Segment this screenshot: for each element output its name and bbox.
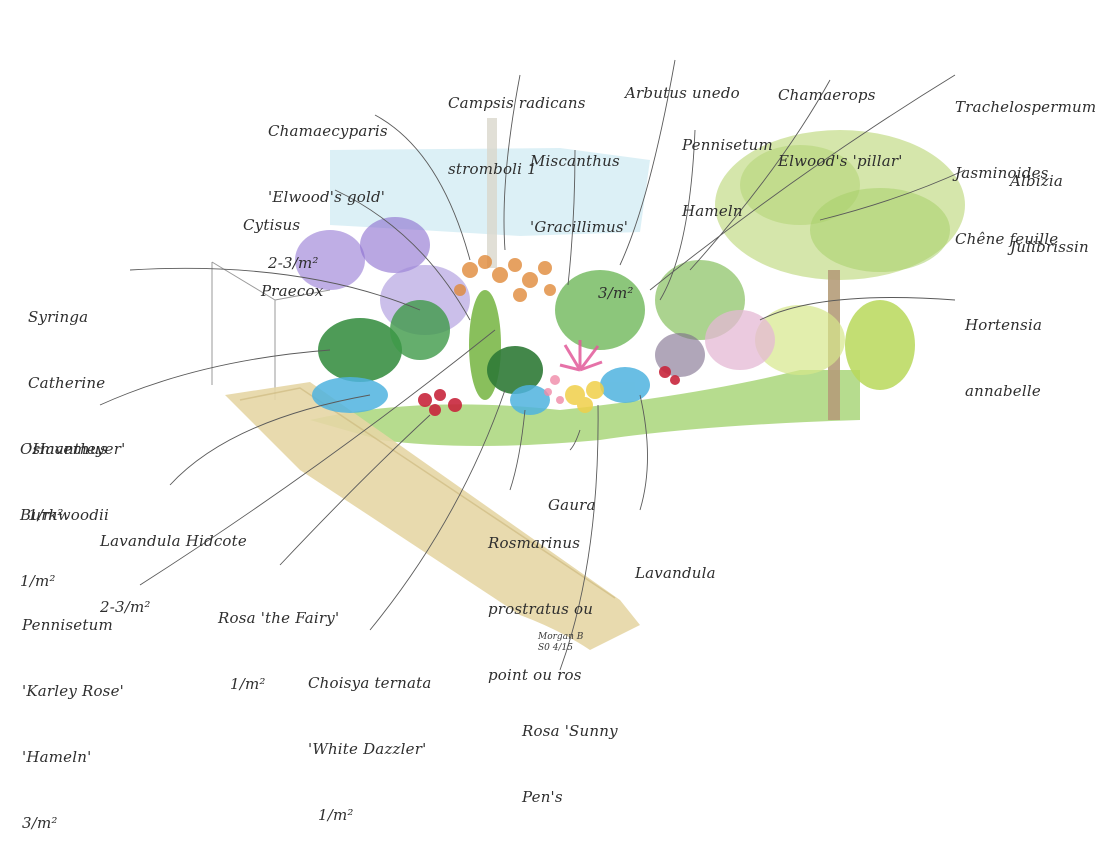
label-chamaerops: Chamaerops Elwood's 'pillar' bbox=[778, 86, 903, 170]
artist-signature: Morgan B S0 4/15 bbox=[538, 632, 584, 653]
label-campsis: Campsis radicans stromboli 1 bbox=[448, 94, 586, 178]
albizia-tree bbox=[715, 130, 965, 420]
arbutus-shrub bbox=[555, 270, 645, 350]
path bbox=[225, 382, 640, 650]
osmanthus-shrub bbox=[318, 318, 402, 382]
leader-lines bbox=[99, 59, 966, 671]
rosa-fairy bbox=[418, 366, 680, 416]
garden-planting-sketch: Chamaecyparis 'Elwood's gold' 2-3/m² Cam… bbox=[20, 59, 1097, 832]
pennisetum-karley-rose bbox=[559, 340, 603, 372]
lavandula-plants bbox=[312, 367, 650, 415]
label-lavandula-hidcote: Lavandula Hidcote 2-3/m² bbox=[100, 532, 247, 616]
label-albizia: Albizia Julibrissin bbox=[1010, 172, 1089, 256]
label-rosmarinus: Rosmarinus prostratus ou point ou ros bbox=[488, 534, 594, 684]
label-osmanthus: Osmanthus Burkwoodii 1/m² bbox=[20, 440, 110, 590]
hedge-right bbox=[845, 300, 915, 390]
label-gaura: Gaura bbox=[548, 496, 596, 514]
label-syringa: Syringa Catherine 'Havemeyer' 1/m² bbox=[28, 308, 126, 524]
label-rosa-sunny: Rosa 'Sunny Pen's bbox=[522, 722, 618, 806]
post bbox=[487, 118, 497, 268]
label-miscanthus: Miscanthus 'Gracillimus' 3/m² bbox=[530, 152, 634, 302]
label-arbutus: Arbutus unedo bbox=[625, 84, 740, 102]
label-chamaecyparis: Chamaecyparis 'Elwood's gold' 2-3/m² bbox=[268, 122, 388, 272]
label-hortensia: Hortensia annabelle bbox=[965, 316, 1043, 400]
choisya-shrub bbox=[487, 346, 543, 394]
label-pennisetum-top: Pennisetum Hameln bbox=[682, 136, 773, 220]
label-trachelospermum: Trachelospermum Jasminoides Chêne feuill… bbox=[955, 98, 1097, 248]
hortensia-shrub bbox=[705, 310, 775, 370]
label-pennisetum-bottom: Pennisetum 'Karley Rose' 'Hameln' 3/m² bbox=[22, 616, 124, 832]
rosa-sunny bbox=[565, 381, 604, 413]
label-lavandula: Lavandula bbox=[635, 564, 716, 582]
label-choisya: Choisya ternata 'White Dazzler' 1/m² bbox=[308, 674, 432, 824]
campsis-climber bbox=[454, 255, 556, 302]
label-rosa-fairy: Rosa 'the Fairy' 1/m² bbox=[218, 609, 340, 693]
house-outline bbox=[211, 261, 331, 400]
label-cytisus: Cytisus Praecox bbox=[243, 216, 324, 300]
watercolor-garden-drawing bbox=[99, 59, 966, 671]
